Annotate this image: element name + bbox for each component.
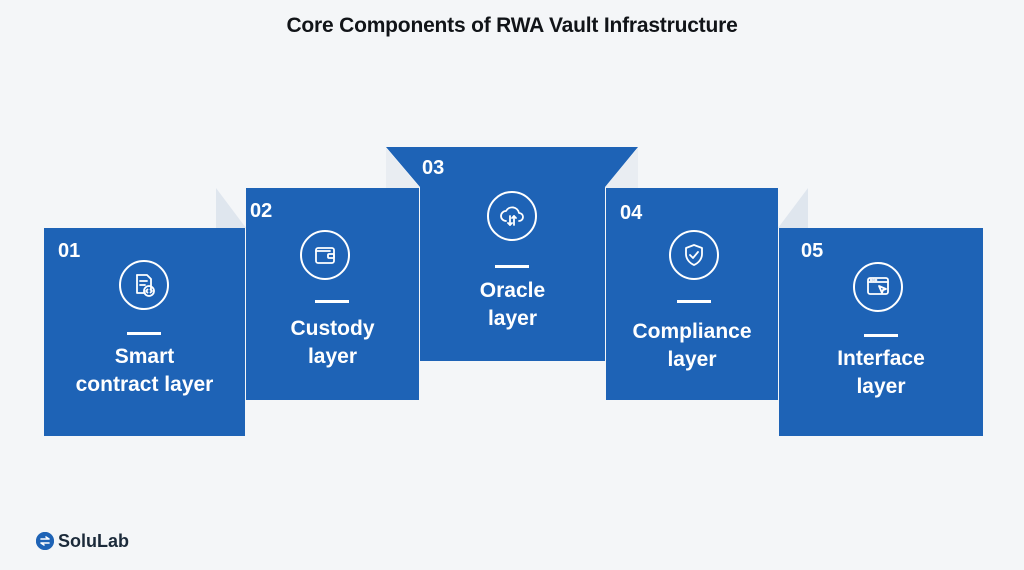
label-line: Smart [114,345,175,368]
card-interface: 05 Interface layer [779,228,983,436]
divider [864,334,898,337]
card-label: Smart contract layer [44,343,245,399]
card-number: 03 [422,157,445,179]
label-line: layer [307,345,358,368]
divider [495,265,529,268]
cloud-sync-icon [487,191,537,241]
label-line: Interface [837,347,925,370]
card-number: 04 [620,202,643,224]
shield-check-icon [669,230,719,280]
divider [315,300,349,303]
page-title: Core Components of RWA Vault Infrastruct… [286,14,738,37]
card-label: Interface layer [779,345,983,401]
brand-logo: SoluLab [36,530,129,552]
label-line: Compliance [632,320,752,343]
label-line: layer [667,348,717,371]
label-line: contract layer [75,373,214,396]
smart-contract-code-icon [119,260,169,310]
card-smart-contract: 01 Smart contract layer [44,228,245,436]
card-oracle-shape [386,147,638,361]
label-line: Oracle [479,279,546,302]
card-number: 02 [250,200,273,222]
wallet-icon [300,230,350,280]
card-number: 05 [801,240,824,262]
label-line: Custody [290,317,375,340]
card-label: Custody layer [246,315,419,371]
card-label: Oracle layer [420,277,605,333]
card-oracle: 03 Oracle layer [420,147,605,361]
card-number: 01 [58,240,81,262]
label-line: layer [487,307,538,330]
browser-cursor-icon [853,262,903,312]
brand-name: SoluLab [58,530,129,551]
card-label: Compliance layer [606,318,778,374]
divider [677,300,711,303]
card-custody: 02 Custody layer [246,188,419,400]
label-line: layer [856,375,906,398]
divider [127,332,161,335]
card-compliance: 04 Compliance layer [606,188,778,400]
solulab-logo-icon [36,532,54,550]
